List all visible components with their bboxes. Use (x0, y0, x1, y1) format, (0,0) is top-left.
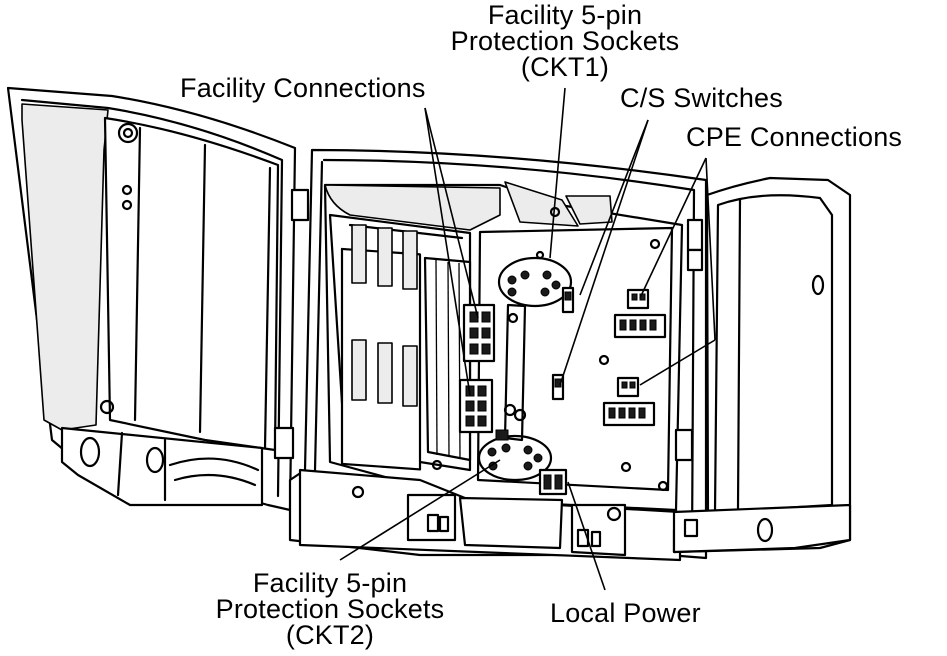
leader-local-power (567, 481, 606, 591)
leader-cs-switch-1 (579, 119, 649, 296)
protection-sockets-ckt2 (477, 429, 553, 482)
leader-ckt2 (339, 459, 501, 561)
leader-ckt1 (549, 87, 566, 259)
leader-cpe-2 (705, 157, 716, 341)
right-door (672, 176, 852, 554)
panel-slots (351, 224, 418, 407)
leader-facility-connections-1 (424, 107, 479, 319)
protection-sockets-ckt1 (497, 250, 573, 308)
left-door (6, 86, 310, 512)
leader-lines (339, 87, 716, 591)
facility-connection-block-2 (458, 378, 494, 434)
label-ckt1-line1: Facility 5-pin (488, 0, 642, 30)
leader-cs-switch-2 (559, 119, 649, 386)
label-cpe-connections: CPE Connections (686, 122, 902, 152)
facility-connection-block-1 (462, 303, 496, 363)
leader-cpe-3 (639, 339, 716, 386)
leader-facility-connections-2 (424, 107, 471, 396)
label-ckt1-line3: (CKT1) (521, 52, 609, 82)
center-enclosure (288, 148, 708, 562)
label-ckt2-line3: (CKT2) (286, 620, 374, 650)
label-ckt2-line2: Protection Sockets (216, 594, 445, 624)
cpe-connection-block-1 (613, 288, 667, 339)
callout-labels: Facility 5-pin Protection Sockets (CKT1)… (180, 0, 902, 650)
label-local-power: Local Power (550, 598, 701, 628)
label-ckt1-line2: Protection Sockets (451, 26, 680, 56)
label-cs-switches: C/S Switches (620, 83, 783, 113)
label-ckt2-line1: Facility 5-pin (253, 568, 407, 598)
cs-switch-1 (561, 286, 575, 314)
leader-cpe-1 (639, 157, 707, 299)
local-power-connector (538, 468, 568, 496)
cpe-connection-block-2 (602, 376, 656, 427)
label-facility-connections: Facility Connections (180, 73, 426, 103)
